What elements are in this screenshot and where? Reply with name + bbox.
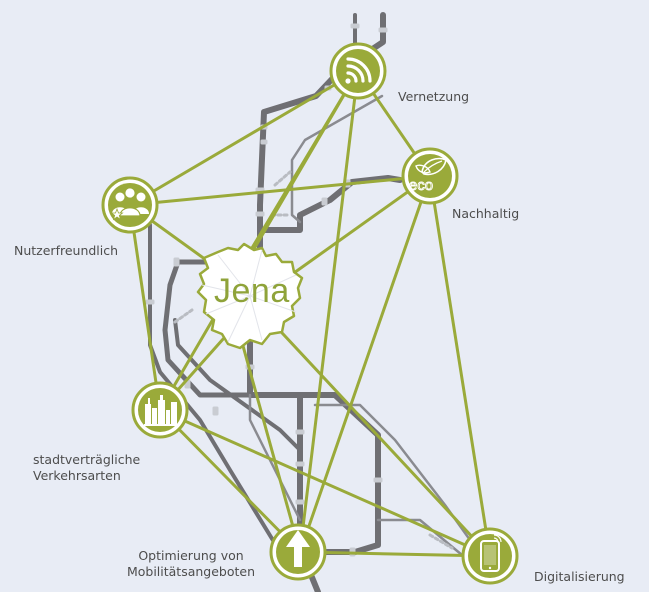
jena-city	[196, 242, 304, 350]
node-label-digitalisierung: Digitalisierung	[534, 569, 625, 584]
city-label-jena: Jena	[214, 272, 290, 310]
arrow-up-icon	[286, 530, 310, 567]
jena-city-rays	[201, 249, 297, 343]
node-digitalisierung	[461, 527, 519, 585]
node-optimierung	[269, 523, 327, 581]
node-label-nachhaltig: Nachhaltig	[452, 206, 520, 221]
node-label-optimierung-line2: Mobilitätsangeboten	[126, 564, 256, 579]
node-label-nutzerfreundlich: Nutzerfreundlich	[14, 243, 119, 258]
track-dash-4	[428, 533, 454, 550]
eco-leaf-icon: eco	[408, 157, 447, 194]
track-dash-3	[173, 308, 194, 324]
node-label-stadtvertraeglich: stadtverträgliche Verkehrsarten	[33, 452, 140, 484]
track-east	[257, 175, 403, 233]
node-label-optimierung: Optimierung von Mobilitätsangeboten	[116, 548, 266, 580]
track-west-c	[173, 318, 302, 452]
eco-icon-text: eco	[409, 177, 433, 194]
wifi-icon	[345, 57, 372, 84]
node-stadtvertraeglich	[131, 381, 189, 439]
users-icon	[110, 187, 149, 221]
node-label-stadtvertraeglich-line1: stadtverträgliche	[33, 452, 141, 467]
node-label-optimierung-line1: Optimierung von	[138, 548, 244, 563]
track-dash-1	[273, 170, 292, 187]
node-vernetzung	[329, 42, 387, 100]
node-nachhaltig: eco	[401, 147, 459, 205]
node-label-vernetzung: Vernetzung	[398, 89, 470, 104]
node-nutzerfreundlich	[101, 176, 159, 234]
connection-lines	[128, 69, 492, 558]
node-label-stadtvertraeglich-line2: Verkehrsarten	[33, 468, 121, 483]
track-thin-1	[290, 94, 384, 224]
smartphone-icon	[480, 534, 502, 572]
city-buildings-icon	[144, 395, 178, 426]
track-thin-4	[376, 518, 464, 557]
